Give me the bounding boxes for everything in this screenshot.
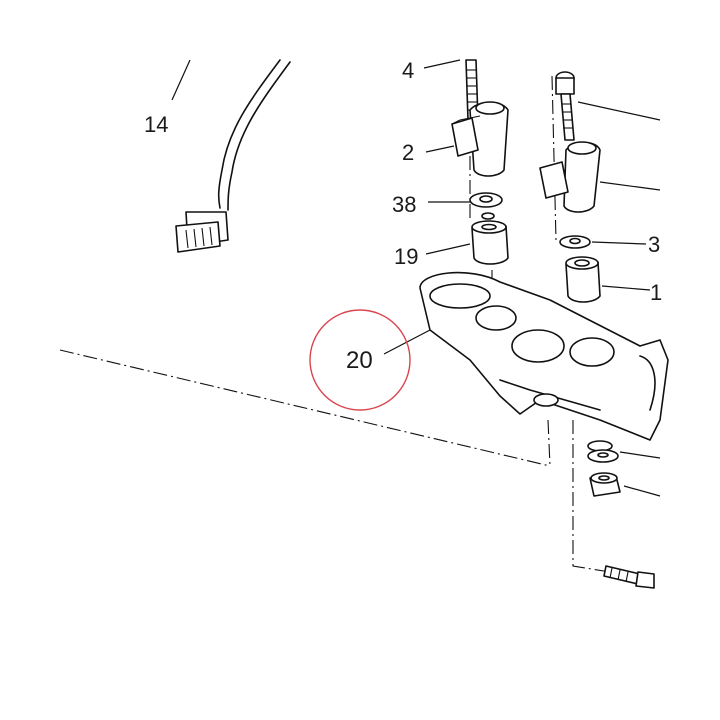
callout-2: 2 bbox=[402, 140, 414, 165]
lower-nut bbox=[589, 472, 621, 497]
callout-1: 1 bbox=[650, 280, 662, 305]
callout-20: 20 bbox=[346, 347, 373, 374]
callout-19: 19 bbox=[394, 244, 418, 269]
leader-right-clamp bbox=[599, 181, 661, 191]
leader-2 bbox=[425, 145, 455, 153]
leader-3 bbox=[591, 241, 647, 245]
right-clamp bbox=[539, 141, 601, 213]
leader-19 bbox=[425, 243, 471, 255]
callout-4: 4 bbox=[402, 58, 414, 83]
leader-lower-nut bbox=[623, 485, 661, 497]
lower-washers bbox=[587, 440, 619, 463]
centerline-horizontal bbox=[59, 349, 551, 467]
leader-lower-washer bbox=[619, 451, 661, 459]
callout-3: 3 bbox=[648, 232, 660, 257]
callout-38: 38 bbox=[392, 192, 416, 217]
highlight-circle bbox=[309, 309, 411, 411]
right-bushing bbox=[565, 256, 601, 303]
leader-lines bbox=[171, 59, 661, 497]
left-clamp bbox=[451, 101, 509, 177]
leader-4 bbox=[423, 59, 461, 69]
top-yoke bbox=[419, 271, 669, 441]
right-washer bbox=[559, 235, 591, 249]
callout-14: 14 bbox=[144, 112, 168, 137]
left-bushing bbox=[471, 220, 509, 265]
centerline-right-bolt bbox=[551, 75, 557, 241]
leader-14 bbox=[171, 59, 191, 101]
wire-harness bbox=[175, 59, 291, 253]
leader-right-bolt bbox=[577, 101, 661, 121]
centerline-right-lower bbox=[572, 420, 611, 573]
lower-clamp-bolt bbox=[603, 565, 655, 589]
right-bolt bbox=[555, 71, 575, 141]
callout-labels: 14 4 2 38 19 20 3 1 bbox=[144, 58, 662, 374]
centerline-lower bbox=[547, 419, 551, 467]
left-washer bbox=[469, 192, 503, 220]
leader-1 bbox=[601, 285, 651, 291]
harness-connector bbox=[175, 211, 229, 253]
